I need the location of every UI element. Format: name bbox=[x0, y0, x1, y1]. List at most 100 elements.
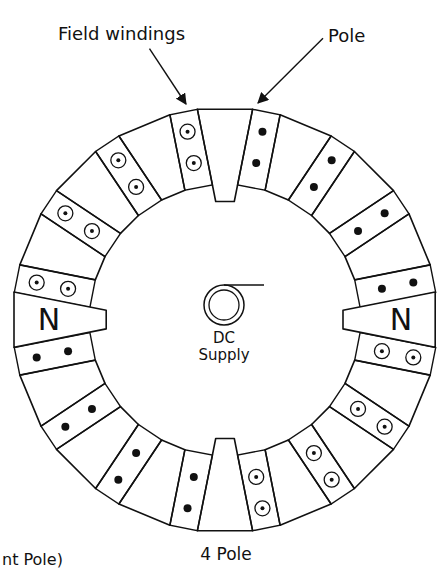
conductor-dot bbox=[254, 475, 258, 479]
pole-shape bbox=[197, 439, 252, 531]
conductor-out bbox=[111, 153, 126, 168]
slot-outline bbox=[288, 425, 354, 505]
tooth-shape bbox=[119, 115, 185, 200]
conductor-symbol bbox=[114, 476, 122, 484]
conductor-symbol bbox=[61, 423, 69, 431]
conductor-dot bbox=[66, 287, 70, 291]
conductor-out bbox=[29, 275, 44, 290]
conductor-symbol bbox=[406, 350, 421, 365]
conductor-symbol bbox=[306, 446, 321, 461]
slot-outline bbox=[96, 136, 162, 216]
leader-arrow bbox=[258, 38, 323, 103]
conductor-in bbox=[258, 128, 266, 136]
conductor-out bbox=[406, 350, 421, 365]
conductor-dot bbox=[192, 161, 196, 165]
supply-label: DC Supply bbox=[193, 330, 255, 365]
conductor-symbol bbox=[129, 179, 144, 194]
conductor-in bbox=[310, 183, 318, 191]
conductor-symbol bbox=[186, 156, 201, 171]
conductor-out bbox=[377, 419, 392, 434]
slot-outline bbox=[41, 191, 121, 257]
conductor-symbol bbox=[58, 206, 73, 221]
conductor-symbol bbox=[354, 227, 362, 235]
field-pole: N bbox=[12, 290, 108, 349]
tooth-shape bbox=[265, 115, 331, 200]
supply-ring bbox=[204, 285, 244, 325]
conductor-dot bbox=[312, 451, 316, 455]
conductor-out bbox=[324, 472, 339, 487]
conductor-out bbox=[180, 124, 195, 139]
conductor-in bbox=[409, 279, 417, 287]
conductor-dot bbox=[260, 506, 264, 510]
conductor-symbol bbox=[84, 224, 99, 239]
tooth-shape bbox=[119, 440, 185, 525]
conductor-in bbox=[252, 159, 260, 167]
slot-outline bbox=[288, 136, 354, 216]
conductor-symbol bbox=[255, 501, 270, 516]
conductor-symbol bbox=[409, 279, 417, 287]
conductor-out bbox=[61, 281, 76, 296]
slot-outline bbox=[96, 425, 162, 505]
conductor-in bbox=[114, 476, 122, 484]
conductor-symbol bbox=[61, 281, 76, 296]
conductor-symbol bbox=[324, 472, 339, 487]
supply-lead bbox=[224, 284, 264, 285]
conductor-symbol bbox=[33, 353, 41, 361]
conductor-symbol bbox=[328, 156, 336, 164]
slot-outline bbox=[330, 191, 410, 257]
conductor-in bbox=[61, 423, 69, 431]
conductor-dot bbox=[63, 211, 67, 215]
supply-ring bbox=[209, 290, 239, 320]
conductor-symbol bbox=[249, 469, 264, 484]
slot-outline bbox=[238, 450, 281, 531]
conductor-dot bbox=[380, 349, 384, 353]
slot-outline bbox=[330, 383, 410, 449]
field-pole: N bbox=[341, 290, 437, 349]
tooth-shape bbox=[265, 440, 331, 525]
conductor-out bbox=[58, 206, 73, 221]
slot-outline bbox=[170, 450, 213, 531]
tooth-shape bbox=[57, 152, 139, 234]
part-label: 4 Pole bbox=[200, 545, 251, 565]
tooth-shape bbox=[345, 360, 430, 426]
conductor-in bbox=[132, 449, 140, 457]
tooth-shape bbox=[57, 407, 139, 489]
pole-letter: N bbox=[390, 305, 412, 335]
conductor-symbol bbox=[111, 153, 126, 168]
conductor-symbol bbox=[381, 209, 389, 217]
conductor-dot bbox=[116, 158, 120, 162]
tooth-shape bbox=[312, 152, 394, 234]
conductor-in bbox=[354, 227, 362, 235]
conductor-in bbox=[33, 353, 41, 361]
conductor-symbol bbox=[258, 128, 266, 136]
tooth-shape bbox=[20, 360, 105, 426]
conductor-out bbox=[84, 224, 99, 239]
conductor-in bbox=[88, 405, 96, 413]
conductor-symbol bbox=[64, 347, 72, 355]
conductor-dot bbox=[134, 185, 138, 189]
conductor-dot bbox=[383, 425, 387, 429]
slot-outline bbox=[238, 109, 281, 190]
part-label: nt Pole) bbox=[2, 551, 63, 569]
pole-outline bbox=[12, 290, 108, 349]
conductor-out bbox=[129, 179, 144, 194]
conductor-symbol bbox=[351, 401, 366, 416]
conductor-dot bbox=[186, 130, 190, 134]
leader-arrow bbox=[149, 49, 186, 104]
pole-outline bbox=[341, 290, 437, 349]
conductor-symbol bbox=[184, 504, 192, 512]
pole-letter: N bbox=[38, 305, 60, 335]
conductor-in bbox=[64, 347, 72, 355]
conductor-out bbox=[255, 501, 270, 516]
pole-shape bbox=[197, 109, 252, 201]
conductor-symbol bbox=[374, 344, 389, 359]
part-label: Field windings bbox=[58, 24, 185, 45]
conductor-symbol bbox=[88, 405, 96, 413]
tooth-shape bbox=[345, 214, 430, 280]
tooth-shape bbox=[20, 214, 105, 280]
conductor-symbol bbox=[190, 473, 198, 481]
conductor-in bbox=[184, 504, 192, 512]
conductor-out bbox=[249, 469, 264, 484]
conductor-dot bbox=[411, 355, 415, 359]
pole-shape bbox=[343, 292, 435, 347]
